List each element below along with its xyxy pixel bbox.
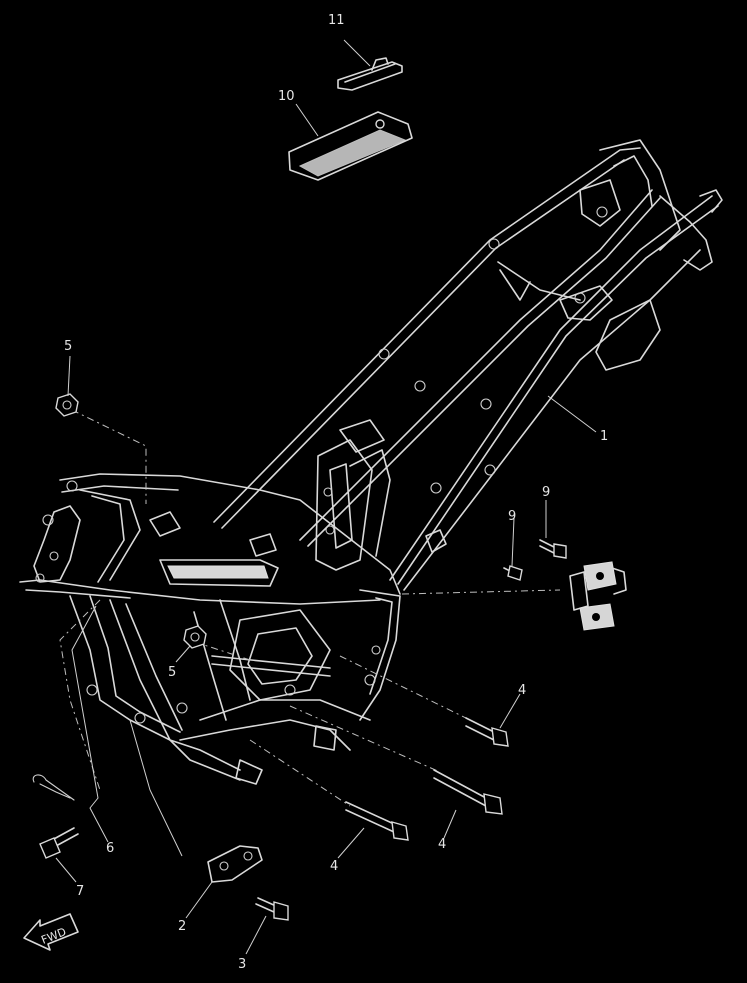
callout-10: 10 [278, 89, 295, 104]
part-5-nut-upper [55, 393, 79, 417]
callout-5-upper: 5 [64, 339, 72, 354]
callout-6: 6 [106, 841, 114, 856]
fwd-label: FWD [39, 925, 68, 947]
callout-4-long: 4 [438, 837, 446, 852]
part-6-clip [32, 774, 75, 801]
part-4-bolt-right [465, 717, 509, 747]
callout-9-left: 9 [508, 509, 516, 524]
part-4-bolt-lower [345, 801, 409, 841]
part-5-nut-lower [183, 625, 207, 649]
part-1-main-frame [19, 139, 723, 785]
fwd-arrow: FWD [23, 913, 79, 951]
callout-11: 11 [328, 13, 345, 28]
callout-7: 7 [76, 884, 84, 899]
callout-4-lower: 4 [330, 859, 338, 874]
part-9-bolt-upper [539, 539, 567, 559]
part-7-bolt [39, 827, 79, 859]
callout-1: 1 [600, 429, 608, 444]
callout-2: 2 [178, 919, 186, 934]
callout-9-right: 9 [542, 485, 550, 500]
part-4-bolt-long [433, 769, 503, 815]
part-2-bracket [207, 845, 263, 883]
part-10-plate [288, 111, 413, 181]
part-3-bolt [255, 897, 289, 921]
callout-5-lower: 5 [168, 665, 176, 680]
part-9-bolt-lower [503, 565, 523, 581]
callout-3: 3 [238, 957, 246, 972]
part-11-bracket [337, 57, 403, 91]
part-9-bracket [569, 561, 627, 631]
alignment-lines [59, 409, 561, 807]
callout-4-right: 4 [518, 683, 526, 698]
callout-labels: 11 10 1 5 5 9 9 4 4 4 6 7 2 3 [64, 13, 608, 972]
leader-lines [55, 39, 597, 955]
